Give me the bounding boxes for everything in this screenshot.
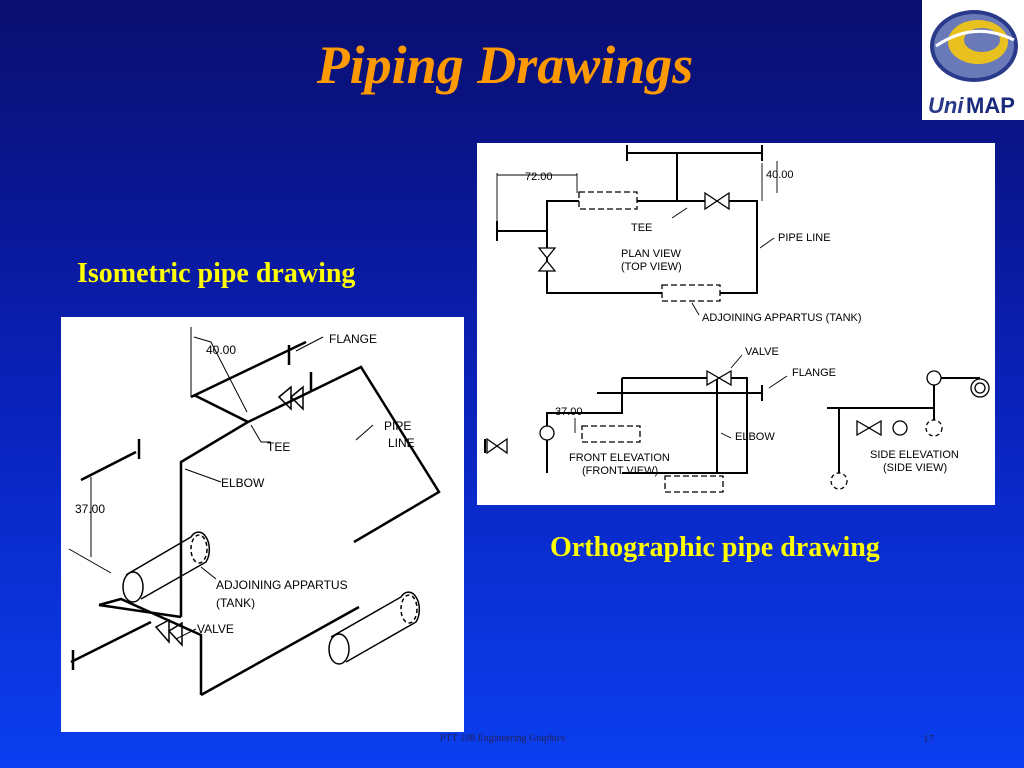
ortho-plan-view-2: (TOP VIEW) [621,261,682,273]
ortho-side-elev-1: SIDE ELEVATION [870,449,959,461]
ortho-plan-view-1: PLAN VIEW [621,248,682,260]
iso-dim-top: 40.00 [206,343,236,357]
ortho-dim-37: 37.00 [555,406,583,418]
ortho-front-elev-2: (FRONT VIEW) [582,465,658,477]
ortho-adjoining-label: ADJOINING APPARTUS (TANK) [702,312,862,324]
ortho-dim-40: 40.00 [766,169,794,181]
ortho-side-elev-2: (SIDE VIEW) [883,462,947,474]
iso-flange-label: FLANGE [329,332,377,346]
ortho-pipe-line-label: PIPE LINE [778,232,831,244]
slide-title: Piping Drawings [316,35,694,95]
iso-valve-label: VALVE [197,622,234,636]
university-logo: Uni MAP [922,0,1024,120]
ortho-dim-72: 72.00 [525,171,553,183]
slide-footer: PTT 108 Engineering Graphics [440,733,566,744]
logo-text-uni: Uni [928,93,964,118]
ortho-flange-label: FLANGE [792,367,836,379]
iso-elbow-label: ELBOW [221,476,265,490]
iso-adjoining-label-2: (TANK) [216,596,255,610]
ortho-front-elev-1: FRONT ELEVATION [569,452,670,464]
iso-tee-label: TEE [267,440,290,454]
ortho-valve-label: VALVE [745,346,779,358]
orthographic-label: Orthographic pipe drawing [550,532,880,563]
ortho-elbow-label: ELBOW [735,431,775,443]
ortho-tee-label: TEE [631,222,652,234]
iso-pipe-line-label-1: PIPE [384,419,411,433]
isometric-drawing: 40.00 FLANGE TEE PIPE LINE ELBOW 37.00 A… [61,317,464,732]
iso-dim-left: 37.00 [75,502,105,516]
iso-adjoining-label-1: ADJOINING APPARTUS [216,578,348,592]
isometric-label: Isometric pipe drawing [77,258,356,289]
logo-text-map: MAP [966,93,1015,118]
page-number: 17 [923,733,934,745]
orthographic-drawing: 72.00 40.00 TEE PLAN VIEW (TOP VIEW) PIP… [477,143,995,505]
iso-pipe-line-label-2: LINE [388,436,415,450]
